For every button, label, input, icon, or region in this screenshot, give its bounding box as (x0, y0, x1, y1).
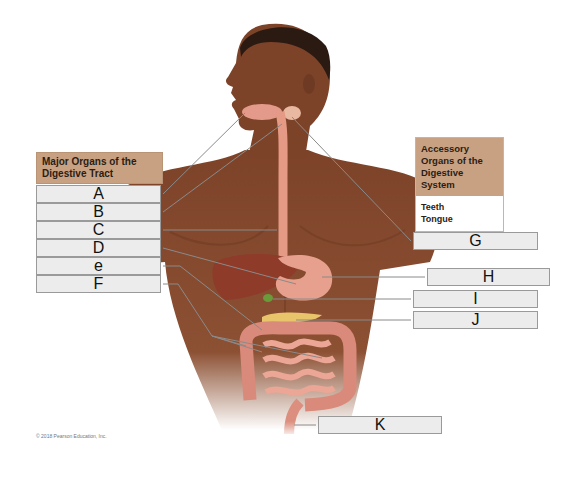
copyright-note: © 2018 Pearson Education, Inc. (36, 433, 107, 439)
callout-letter: G (414, 233, 537, 249)
large-intestine (246, 328, 350, 405)
leader-line (163, 124, 282, 212)
rectum (289, 402, 300, 434)
callout-letter: K (319, 417, 441, 433)
callout-letter: J (414, 312, 537, 328)
heading-text: Accessory Organs of the Digestive System (416, 138, 503, 196)
label-box: G (413, 232, 538, 250)
callout-letter: H (428, 269, 549, 285)
leader-line (163, 230, 277, 231)
callout-letter: D (37, 240, 160, 256)
label-box: e (36, 257, 161, 275)
list-item: Tongue (416, 213, 503, 225)
gallbladder (263, 294, 273, 302)
label-box: F (36, 275, 161, 293)
leader-line (292, 117, 411, 241)
leader-line (163, 248, 296, 284)
hair (240, 27, 330, 80)
leader-line (163, 266, 262, 330)
label-box: K (318, 416, 442, 434)
pharynx-esophagus (280, 112, 283, 262)
label-box: I (413, 290, 538, 308)
leader-line (273, 299, 411, 300)
leader-line (322, 277, 425, 278)
label-box: B (36, 203, 161, 221)
head (226, 24, 330, 158)
leader-lines (163, 113, 425, 425)
section-heading: Accessory Organs of the Digestive System… (415, 137, 504, 232)
label-box: D (36, 239, 161, 257)
leader-line (163, 284, 322, 358)
stomach (276, 255, 332, 301)
section-heading: Major Organs of the Digestive Tract (36, 152, 163, 184)
ear (303, 74, 315, 94)
callout-letter: F (37, 276, 160, 292)
heading-text: Major Organs of the Digestive Tract (42, 156, 157, 180)
label-box: H (427, 268, 550, 286)
body-figure (116, 24, 440, 430)
label-box: C (36, 221, 161, 239)
pancreas (262, 313, 322, 323)
oral-cavity (242, 104, 282, 120)
callout-letter: e (37, 258, 160, 274)
leader-line (294, 425, 316, 426)
callout-letter: B (37, 204, 160, 220)
leader-line (296, 320, 411, 321)
list-item: Teeth (416, 201, 503, 213)
digestive-organs (212, 104, 350, 434)
callout-letter: C (37, 222, 160, 238)
callout-letter: A (37, 186, 160, 202)
salivary-gland (283, 106, 301, 120)
callout-letter: I (414, 291, 537, 307)
label-box: J (413, 311, 538, 329)
label-box: A (36, 185, 161, 203)
small-intestine (264, 341, 334, 392)
